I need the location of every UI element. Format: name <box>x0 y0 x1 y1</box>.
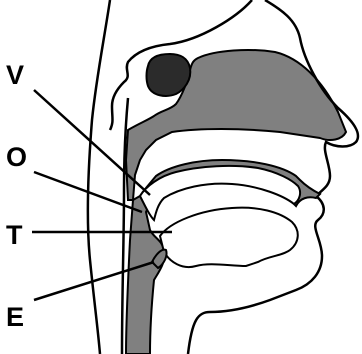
tongue <box>160 208 298 267</box>
label-t: T <box>6 220 23 250</box>
label-e: E <box>6 302 24 332</box>
label-o: O <box>6 142 27 172</box>
label-v: V <box>6 60 24 90</box>
neck-back-outline <box>88 0 110 354</box>
